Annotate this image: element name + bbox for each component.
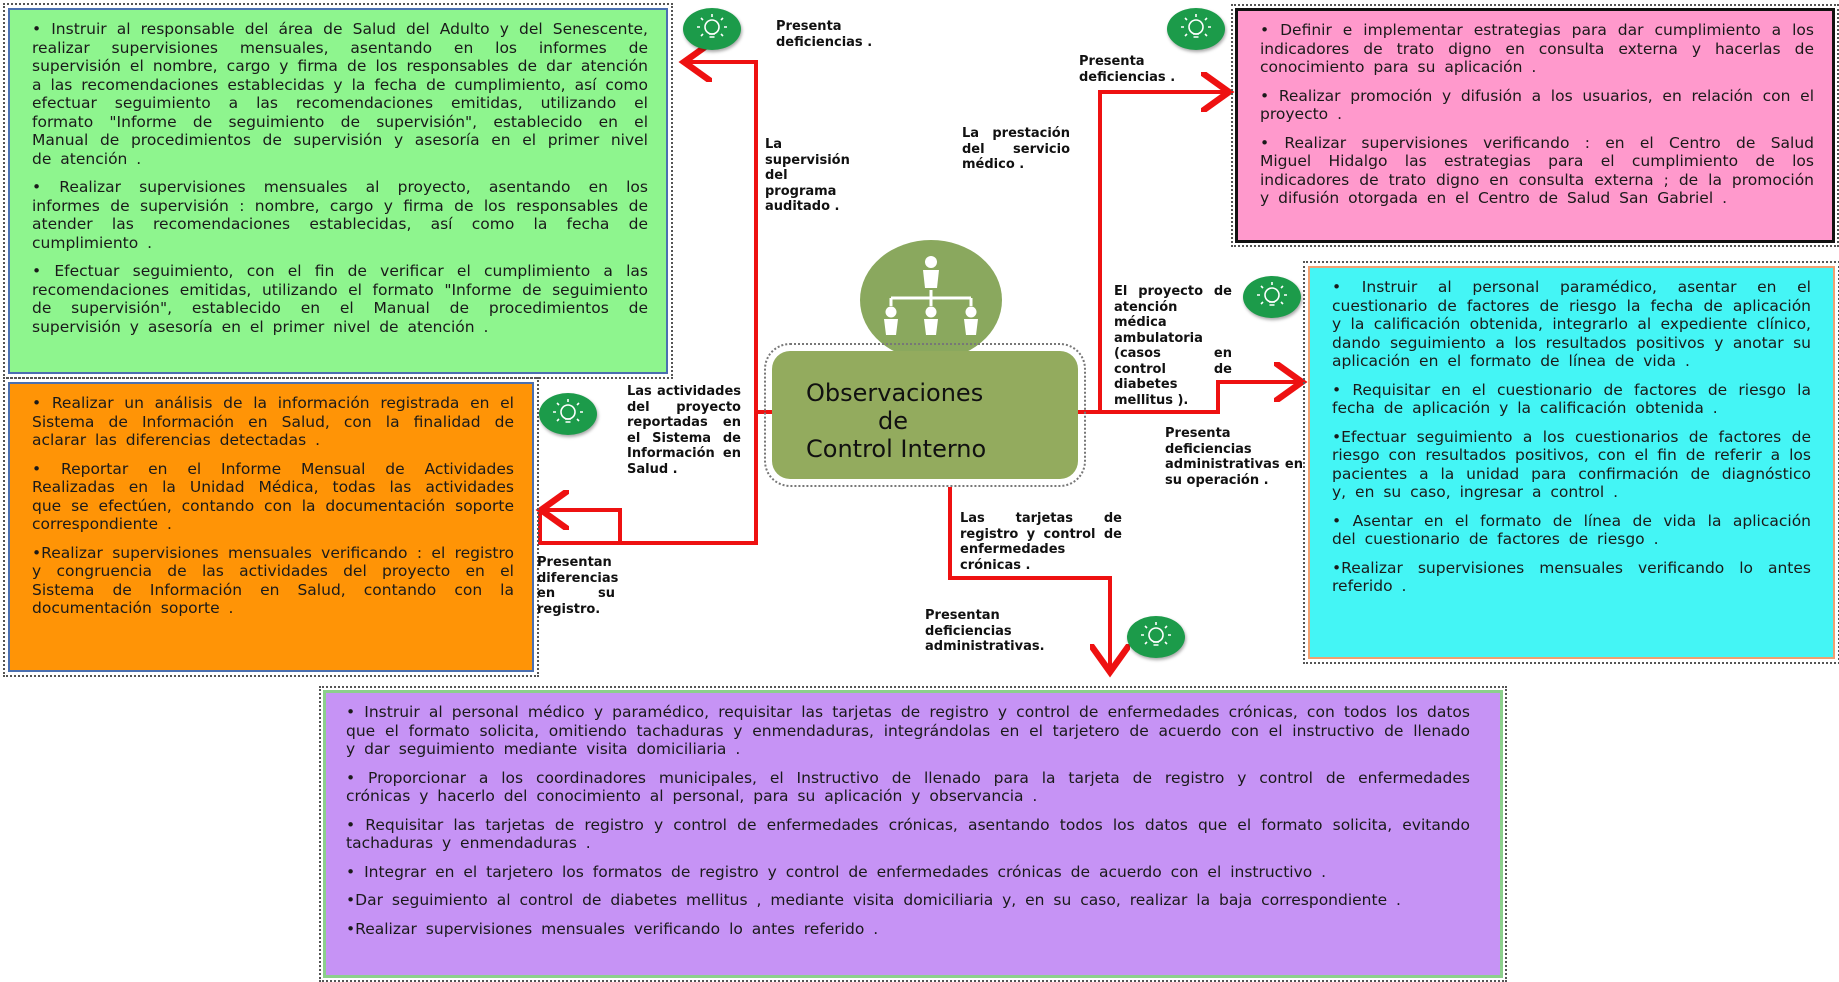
- recommendation-item: • Instruir al responsable del área de Sa…: [32, 20, 648, 168]
- lightbulb-icon: [1127, 616, 1185, 658]
- lightbulb-icon: [683, 8, 741, 50]
- recommendation-item: • Efectuar seguimiento, con el fin de ve…: [32, 262, 648, 336]
- label-presentan-diferencias: Presentan diferencias en su registro.: [537, 555, 619, 617]
- recommendation-item: • Realizar un análisis de la información…: [32, 394, 514, 449]
- recommendation-item: • Reportar en el Informe Mensual de Acti…: [32, 459, 514, 534]
- recommendation-item: • Requisitar en el cuestionario de facto…: [1332, 380, 1811, 418]
- central-title-line3: Control Interno: [806, 435, 987, 463]
- lightbulb-icon: [1167, 8, 1225, 50]
- recommendations-box-prestacion: • Definir e implementar estrategias para…: [1231, 4, 1839, 247]
- label-presenta-adm: Presenta deficiencias administrativas en…: [1165, 426, 1303, 488]
- recommendation-item: •Realizar supervisiones mensuales verifi…: [1332, 558, 1811, 596]
- arrow-to-mid-left-head: [545, 510, 622, 543]
- recommendation-item: • Realizar promoción y difusión a los us…: [1260, 86, 1814, 124]
- label-presentan-adm: Presentan deficiencias administrativas.: [925, 608, 1045, 654]
- recommendation-item: •Realizar supervisiones mensuales verifi…: [346, 919, 879, 938]
- recommendation-item: • Realizar supervisiones mensuales al pr…: [32, 178, 648, 252]
- recommendation-item: •Realizar supervisiones mensuales verifi…: [32, 543, 514, 618]
- label-presenta-deficiencias-right: Presenta deficiencias .: [1079, 54, 1176, 85]
- recommendation-item: • Integrar en el tarjetero los formatos …: [346, 862, 1327, 881]
- central-topic: Observaciones de Control Interno: [764, 343, 1086, 487]
- arrow-to-mid-right: [1085, 382, 1298, 414]
- recommendation-item: • Realizar supervisiones verificando : e…: [1260, 133, 1814, 208]
- label-tarjetas: Las tarjetas de registro y control de en…: [960, 511, 1122, 573]
- central-title-line2: de: [878, 407, 908, 435]
- recommendation-item: • Definir e implementar estrategias para…: [1260, 21, 1814, 76]
- central-title-line1: Observaciones: [806, 379, 984, 407]
- label-prestacion: La prestación del servicio médico .: [962, 126, 1070, 172]
- recommendation-item: • Instruir al personal paramédico, asent…: [1332, 278, 1811, 370]
- label-actividades: Las actividades del proyecto reportadas …: [627, 384, 741, 477]
- lightbulb-icon: [1243, 276, 1301, 318]
- recommendations-box-supervision: • Instruir al responsable del área de Sa…: [3, 3, 673, 379]
- arrow-to-top-left: [688, 62, 758, 412]
- label-supervision: La supervisión del programa auditado .: [765, 137, 850, 214]
- recommendation-item: • Instruir al personal médico y paramédi…: [346, 703, 1470, 758]
- recommendation-item: • Proporcionar a los coordinadores munic…: [346, 768, 1470, 806]
- org-chart-icon: [860, 240, 1002, 360]
- label-presenta-deficiencias-left: Presenta deficiencias .: [776, 19, 873, 50]
- lightbulb-icon: [539, 393, 597, 435]
- arrow-to-bottom: [948, 487, 1110, 668]
- recommendations-box-sistema-informacion: • Realizar un análisis de la información…: [3, 377, 539, 677]
- recommendations-box-tarjetas: • Instruir al personal médico y paramédi…: [319, 686, 1507, 982]
- recommendations-box-proyecto-atencion: • Instruir al personal paramédico, asent…: [1303, 261, 1839, 664]
- label-proyecto-atencion: El proyecto de atención médica ambulator…: [1114, 284, 1232, 408]
- recommendation-item: • Requisitar las tarjetas de registro y …: [346, 815, 1470, 853]
- recommendation-item: •Efectuar seguimiento a los cuestionario…: [1332, 427, 1811, 502]
- recommendation-item: •Dar seguimiento al control de diabetes …: [346, 891, 1401, 909]
- recommendation-item: • Asentar en el formato de línea de vida…: [1332, 511, 1811, 549]
